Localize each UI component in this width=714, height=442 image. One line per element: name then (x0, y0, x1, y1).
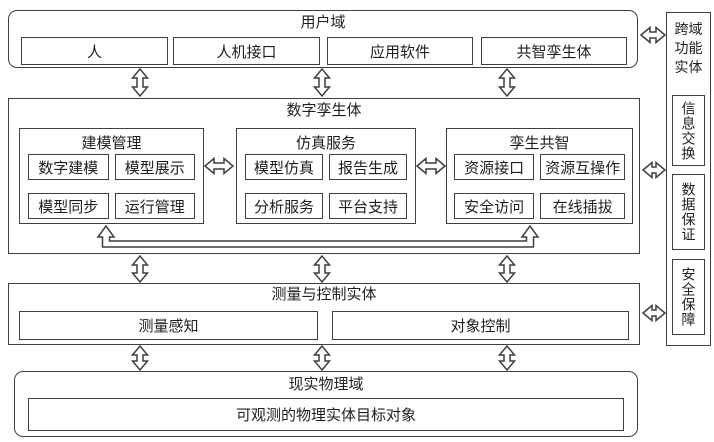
item-model-sync: 模型同步 (28, 193, 109, 219)
double-arrow-icon (497, 254, 517, 284)
user-domain-title: 用户域 (300, 14, 346, 31)
double-arrow-icon (497, 344, 517, 372)
measurement-control-box: 测量与控制实体 测量感知 对象控制 (8, 283, 640, 345)
item-model-display: 模型展示 (114, 154, 195, 180)
item-resource-interoperation: 资源互操作 (540, 154, 625, 180)
item-data-assurance: 数据保证 (672, 174, 705, 250)
user-domain-item-co-twin: 共智孪生体 (481, 37, 627, 65)
item-operation-management: 运行管理 (114, 193, 195, 219)
item-security-assurance: 安全保障 (672, 259, 705, 335)
module-simulation-service: 仿真服务 模型仿真 报告生成 分析服务 平台支持 (236, 128, 416, 224)
double-arrow-icon (312, 254, 332, 284)
measurement-control-title: 测量与控制实体 (271, 286, 377, 303)
cross-domain-box: 跨域功能实体 信息交换 数据保证 安全保障 (666, 12, 711, 346)
double-arrow-icon (497, 67, 517, 98)
item-platform-support: 平台支持 (329, 193, 407, 219)
item-measurement-sensing: 测量感知 (19, 311, 318, 340)
digital-twin-title: 数字孪生体 (286, 102, 362, 119)
item-digital-modeling: 数字建模 (28, 154, 109, 180)
item-object-control: 对象控制 (332, 311, 629, 340)
module-modeling-management: 建模管理 数字建模 模型展示 模型同步 运行管理 (19, 128, 204, 224)
item-online-plug: 在线插拔 (540, 193, 625, 219)
double-arrow-icon (130, 67, 150, 98)
item-analysis-service: 分析服务 (245, 193, 323, 219)
cross-domain-title: 跨域功能实体 (674, 21, 703, 75)
user-domain-box: 用户域 人 人机接口 应用软件 共智孪生体 (8, 10, 638, 68)
digital-twin-box: 数字孪生体 建模管理 数字建模 模型展示 模型同步 运行管理 仿真服务 模型仿真… (8, 98, 640, 254)
physical-domain-title: 现实物理域 (288, 376, 364, 393)
physical-domain-box: 现实物理域 可观测的物理实体目标对象 (14, 371, 638, 437)
item-model-simulation: 模型仿真 (245, 154, 323, 180)
module-modeling-management-title: 建模管理 (81, 135, 142, 152)
module-simulation-service-title: 仿真服务 (295, 135, 356, 152)
module-twin-co-intelligence-title: 孪生共智 (509, 135, 570, 152)
item-observable-physical-object: 可观测的物理实体目标对象 (28, 398, 624, 431)
user-domain-item-hmi: 人机接口 (173, 37, 320, 65)
item-resource-interface: 资源接口 (454, 154, 535, 180)
item-information-exchange: 信息交换 (672, 95, 705, 166)
item-secure-access: 安全访问 (454, 193, 535, 219)
user-domain-item-person: 人 (21, 37, 168, 65)
double-arrow-icon (312, 344, 332, 372)
item-report-generation: 报告生成 (329, 154, 407, 180)
double-arrow-icon (641, 160, 667, 180)
double-arrow-icon (130, 254, 150, 284)
double-arrow-icon (639, 25, 667, 45)
module-twin-co-intelligence: 孪生共智 资源接口 资源互操作 安全访问 在线插拔 (446, 128, 633, 224)
double-arrow-icon (641, 303, 667, 323)
double-arrow-icon (130, 344, 150, 372)
user-domain-item-software: 应用软件 (327, 37, 473, 65)
double-arrow-icon (312, 67, 332, 98)
